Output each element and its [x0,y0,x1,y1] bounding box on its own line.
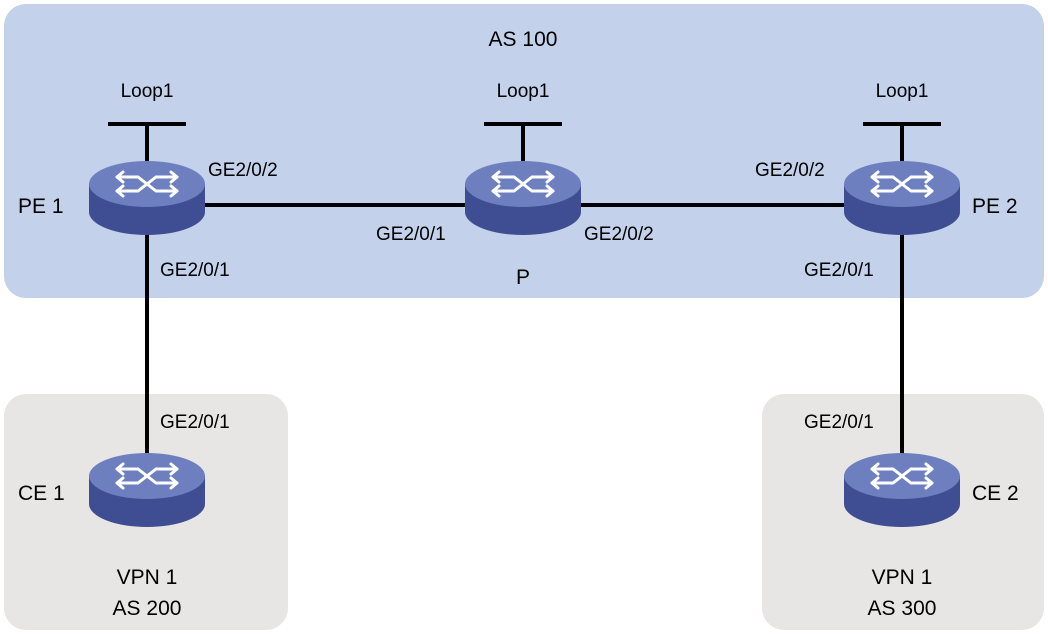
router-ce2-name: CE 2 [972,482,1019,505]
as-100-label: AS 100 [489,28,558,51]
site-right-vpn-label: VPN 1 [872,566,933,589]
router-icon [87,451,207,529]
router-ce2[interactable] [842,451,962,529]
router-icon [842,451,962,529]
router-icon [87,159,207,237]
iface-p-to-pe1: GE2/0/1 [376,224,446,245]
router-pe1-name: PE 1 [18,195,64,218]
router-pe2[interactable] [842,159,962,237]
router-ce1-name: CE 1 [18,482,65,505]
iface-ce1-to-pe1: GE2/0/1 [160,412,230,433]
iface-p-to-pe2: GE2/0/2 [584,224,654,245]
site-left-vpn-label: VPN 1 [117,566,178,589]
iface-ce2-to-pe2: GE2/0/1 [804,412,874,433]
site-left-as-label: AS 200 [113,597,182,620]
loopback-pe2-label: Loop1 [876,81,929,102]
site-right-as-label: AS 300 [868,597,937,620]
router-ce1[interactable] [87,451,207,529]
router-pe1[interactable] [87,159,207,237]
router-pe2-name: PE 2 [972,195,1018,218]
iface-pe1-to-ce1: GE2/0/1 [160,260,230,281]
router-icon [842,159,962,237]
loopback-pe1-label: Loop1 [121,81,174,102]
iface-pe2-to-ce2: GE2/0/1 [804,260,874,281]
router-p-name: P [516,266,530,289]
loopback-p-label: Loop1 [497,81,550,102]
iface-pe2-to-p: GE2/0/2 [755,160,825,181]
iface-pe1-to-p: GE2/0/2 [208,160,278,181]
router-icon [463,159,583,237]
router-p[interactable] [463,159,583,237]
